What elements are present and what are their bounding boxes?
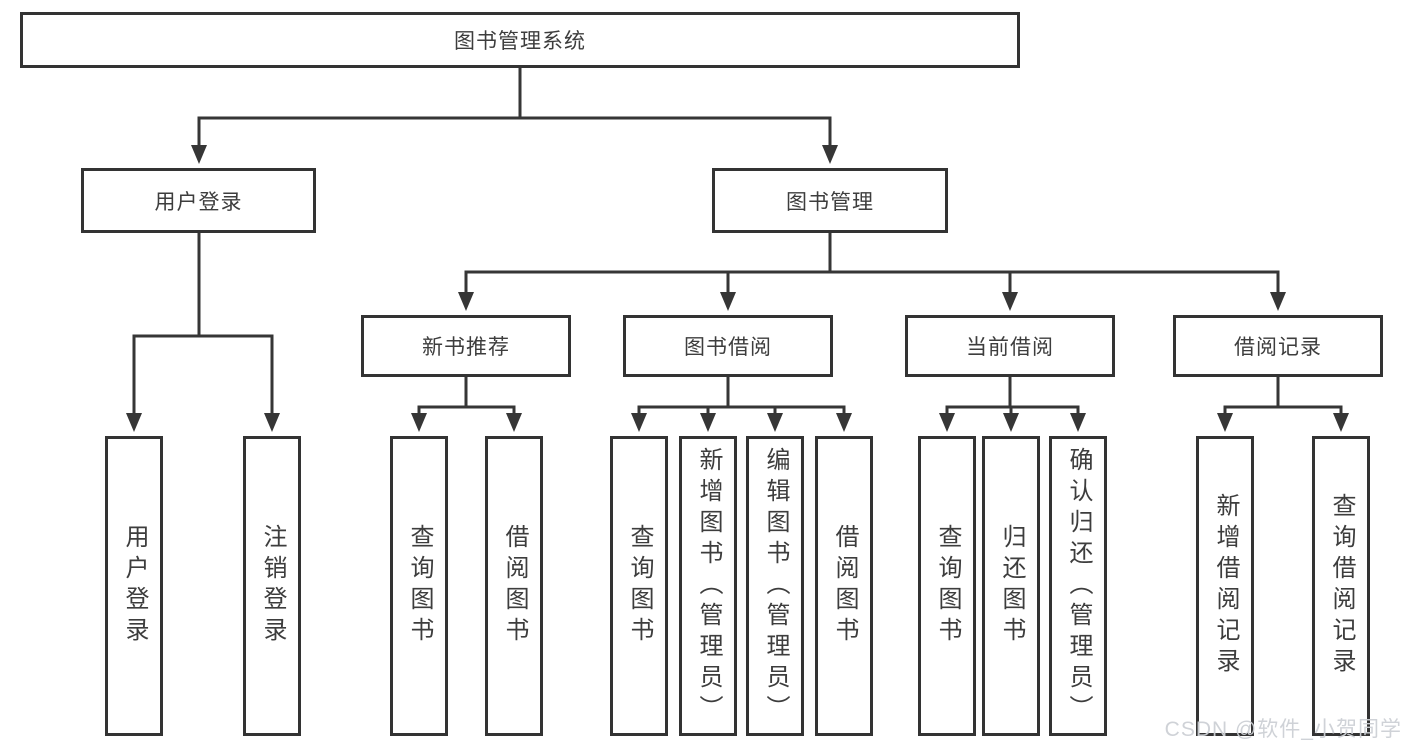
leaf-br-query-record: 查询借阅记录 bbox=[1312, 436, 1370, 736]
leaf-bb-query-books-label: 查询图书 bbox=[626, 524, 653, 648]
leaf-user-login-label: 用户登录 bbox=[121, 524, 148, 648]
leaf-bb-borrow-books-label: 借阅图书 bbox=[831, 524, 858, 648]
node-root-label: 图书管理系统 bbox=[454, 30, 586, 53]
leaf-bb-edit-book-admin-label: 编辑图书（管理员） bbox=[762, 446, 789, 726]
node-user-login-label: 用户登录 bbox=[154, 190, 243, 214]
node-user-login: 用户登录 bbox=[81, 168, 316, 233]
node-root: 图书管理系统 bbox=[20, 12, 1020, 68]
leaf-br-query-record-label: 查询借阅记录 bbox=[1328, 493, 1355, 679]
leaf-bb-add-book-admin-label: 新增图书（管理员） bbox=[695, 446, 722, 726]
node-current-borrowing-label: 当前借阅 bbox=[966, 336, 1054, 359]
leaf-cb-confirm-return-admin: 确认归还（管理员） bbox=[1049, 436, 1107, 736]
leaf-cb-return-books-label: 归还图书 bbox=[998, 524, 1025, 648]
leaf-bb-edit-book-admin: 编辑图书（管理员） bbox=[746, 436, 804, 736]
node-book-management-label: 图书管理 bbox=[786, 190, 874, 214]
leaf-logout-label: 注销登录 bbox=[259, 524, 286, 648]
leaf-nb-query-books-label: 查询图书 bbox=[406, 524, 433, 648]
leaf-nb-borrow-books: 借阅图书 bbox=[485, 436, 543, 736]
leaf-cb-query-books-label: 查询图书 bbox=[934, 524, 961, 648]
node-current-borrowing: 当前借阅 bbox=[905, 315, 1115, 377]
node-book-management: 图书管理 bbox=[712, 168, 948, 233]
node-borrow-records-label: 借阅记录 bbox=[1234, 336, 1322, 359]
leaf-bb-add-book-admin: 新增图书（管理员） bbox=[679, 436, 737, 736]
csdn-watermark: CSDN @软件_小贺同学 bbox=[1164, 718, 1402, 741]
node-book-borrowing-label: 图书借阅 bbox=[684, 336, 772, 359]
leaf-bb-query-books: 查询图书 bbox=[610, 436, 668, 736]
leaf-nb-query-books: 查询图书 bbox=[390, 436, 448, 736]
leaf-nb-borrow-books-label: 借阅图书 bbox=[501, 524, 528, 648]
leaf-bb-borrow-books: 借阅图书 bbox=[815, 436, 873, 736]
leaf-cb-confirm-return-admin-label: 确认归还（管理员） bbox=[1065, 446, 1092, 726]
leaf-cb-query-books: 查询图书 bbox=[918, 436, 976, 736]
node-book-borrowing: 图书借阅 bbox=[623, 315, 833, 377]
leaf-cb-return-books: 归还图书 bbox=[982, 436, 1040, 736]
leaf-logout: 注销登录 bbox=[243, 436, 301, 736]
leaf-br-add-record-label: 新增借阅记录 bbox=[1212, 493, 1239, 679]
node-new-book-recommend: 新书推荐 bbox=[361, 315, 571, 377]
node-borrow-records: 借阅记录 bbox=[1173, 315, 1383, 377]
leaf-user-login: 用户登录 bbox=[105, 436, 163, 736]
node-new-book-recommend-label: 新书推荐 bbox=[422, 336, 510, 359]
leaf-br-add-record: 新增借阅记录 bbox=[1196, 436, 1254, 736]
